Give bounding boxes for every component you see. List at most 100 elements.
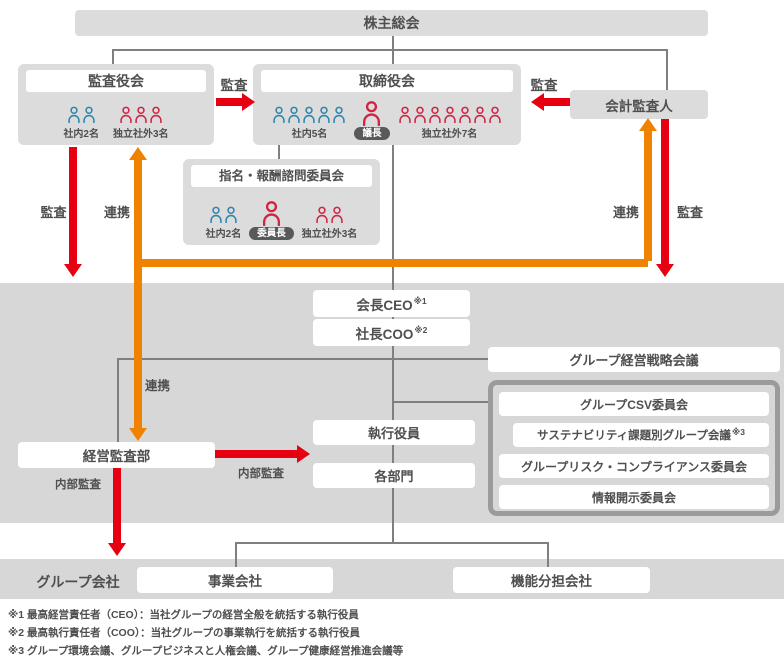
board-title: 取締役会 <box>261 70 513 92</box>
cooperation-down-head <box>129 428 147 441</box>
disclosure-committee-box: 情報開示委員会 <box>499 485 769 509</box>
person-group-external: 独立社外7名 <box>398 106 502 140</box>
person-group-internal: 社内2名 <box>63 106 99 140</box>
person-icon <box>135 106 147 123</box>
internal-audit-down-shaft <box>113 468 121 543</box>
person-icon <box>318 106 331 123</box>
president-coo-label: 社長COO <box>355 326 414 342</box>
advisory-committee-title: 指名・報酬諮問委員会 <box>191 165 372 187</box>
connector-to-functional-company <box>547 542 549 568</box>
sustainability-meeting-label: サステナビリティ課題別グループ会議 <box>537 430 731 442</box>
person-icon-row <box>315 206 344 223</box>
risk-compliance-committee-label: グループリスク・コンプライアンス委員会 <box>521 459 747 474</box>
person-icon <box>458 106 471 123</box>
internal-audit-right-shaft <box>215 450 297 458</box>
group-strategy-meeting-box: グループ経営戦略会議 <box>488 347 780 372</box>
cooperation-horizontal-shaft <box>134 259 648 267</box>
sustainability-meeting-box: サステナビリティ課題別グループ会議※3 <box>513 423 769 447</box>
audit-board-members: 社内2名 独立社外3名 <box>18 94 214 145</box>
audit-arrow-left-head <box>242 93 255 111</box>
chair-badge: 委員長 <box>249 226 294 240</box>
president-coo-box: 社長COO※2 <box>313 319 470 346</box>
footnote-2: ※2 最高執行責任者（COO）：当社グループの事業執行を統括する執行役員 <box>8 627 361 639</box>
connector-to-auditor <box>666 49 668 91</box>
connector-coo-horizontal <box>118 358 489 360</box>
person-icon <box>262 200 280 226</box>
business-company-box: 事業会社 <box>137 567 333 593</box>
functional-company-label: 機能分担会社 <box>511 574 592 589</box>
member-count-label: 社内2名 <box>63 129 99 140</box>
footnote-3: ※3 グループ環境会議、グループビジネスと人権会議、グループ健康経営推進会議等 <box>8 645 404 657</box>
audit-label-down-right: 監査 <box>676 205 703 220</box>
advisory-committee-node: 指名・報酬諮問委員会 社内2名 委員長 独立社外3名 <box>183 159 380 245</box>
person-icon <box>210 206 222 223</box>
management-audit-dept-box: 経営監査部 <box>18 442 215 468</box>
group-committees-frame: グループCSV委員会 サステナビリティ課題別グループ会議※3 グループリスク・コ… <box>488 380 780 516</box>
person-icon-row <box>361 100 382 126</box>
person-group-internal: 社内2名 <box>205 206 242 240</box>
cooperation-right-shaft <box>644 131 652 261</box>
person-icon <box>398 106 411 123</box>
shareholders-meeting-box: 株主総会 <box>75 10 708 36</box>
audit-down-right-head <box>656 264 674 277</box>
connector-shareholders-board <box>392 36 394 65</box>
person-icon <box>413 106 426 123</box>
board-members: 社内5名 議長 独立社外7名 <box>253 94 521 145</box>
audit-arrow-right-shaft <box>544 98 570 106</box>
risk-compliance-committee-box: グループリスク・コンプライアンス委員会 <box>499 454 769 478</box>
accounting-auditor-box: 会計監査人 <box>570 90 708 119</box>
footnote-1: ※1 最高経営責任者（CEO）：当社グループの経営全般を統括する執行役員 <box>8 609 359 621</box>
person-icon-row <box>67 106 96 123</box>
executive-officers-box: 執行役員 <box>313 420 475 445</box>
audit-label-down-left: 監査 <box>40 205 67 220</box>
person-icon <box>83 106 95 123</box>
person-icon <box>120 106 132 123</box>
audit-board-title: 監査役会 <box>26 70 206 92</box>
advisory-committee-members: 社内2名 委員長 独立社外3名 <box>183 189 380 245</box>
csv-committee-label: グループCSV委員会 <box>580 397 688 412</box>
cooperation-left-shaft <box>134 160 142 428</box>
cooperation-right-head <box>639 118 657 131</box>
member-count-label: 社内2名 <box>205 229 242 240</box>
member-count-label: 独立社外3名 <box>301 229 358 240</box>
audit-arrow-left-shaft <box>216 98 242 106</box>
accounting-auditor-label: 会計監査人 <box>605 98 673 114</box>
person-icon <box>488 106 501 123</box>
connector-to-audit-board <box>112 49 114 66</box>
audit-down-left-shaft <box>69 147 77 264</box>
person-icon <box>443 106 456 123</box>
member-count-label: 独立社外3名 <box>113 129 169 140</box>
connector-bottom-bracket <box>235 542 549 544</box>
chairman-ceo-box: 会長CEO※1 <box>313 290 470 317</box>
person-group-chair: 委員長 <box>249 200 294 240</box>
person-icon <box>473 106 486 123</box>
csv-committee-box: グループCSV委員会 <box>499 392 769 416</box>
chair-badge: 議長 <box>354 126 390 140</box>
audit-down-right-shaft <box>661 119 669 264</box>
group-companies-label: グループ会社 <box>36 574 120 590</box>
shareholders-meeting-label: 株主総会 <box>363 15 420 31</box>
internal-audit-right-head <box>297 445 310 463</box>
departments-label: 各部門 <box>374 469 414 484</box>
connector-to-business-company <box>235 542 237 568</box>
person-icon-row <box>119 106 163 123</box>
person-group-external: 独立社外3名 <box>301 206 358 240</box>
audit-board-node: 監査役会 社内2名 独立社外3名 <box>18 64 214 145</box>
cooperation-label-middle: 連携 <box>145 379 171 393</box>
connector-board-advisory <box>278 145 280 161</box>
bottom-gray-band <box>0 559 784 599</box>
person-icon <box>331 206 343 223</box>
audit-down-left-head <box>64 264 82 277</box>
person-group-external: 独立社外3名 <box>113 106 169 140</box>
cooperation-up-head <box>129 147 147 160</box>
chairman-ceo-label: 会長CEO <box>356 297 413 313</box>
person-icon-row <box>272 106 346 123</box>
person-group-chair: 議長 <box>354 100 390 140</box>
person-group-internal: 社内5名 <box>272 106 346 140</box>
connector-to-committees <box>392 401 489 403</box>
management-audit-dept-label: 経営監査部 <box>82 449 151 464</box>
person-icon <box>288 106 301 123</box>
departments-box: 各部門 <box>313 463 475 488</box>
audit-arrow-right-head <box>531 93 544 111</box>
